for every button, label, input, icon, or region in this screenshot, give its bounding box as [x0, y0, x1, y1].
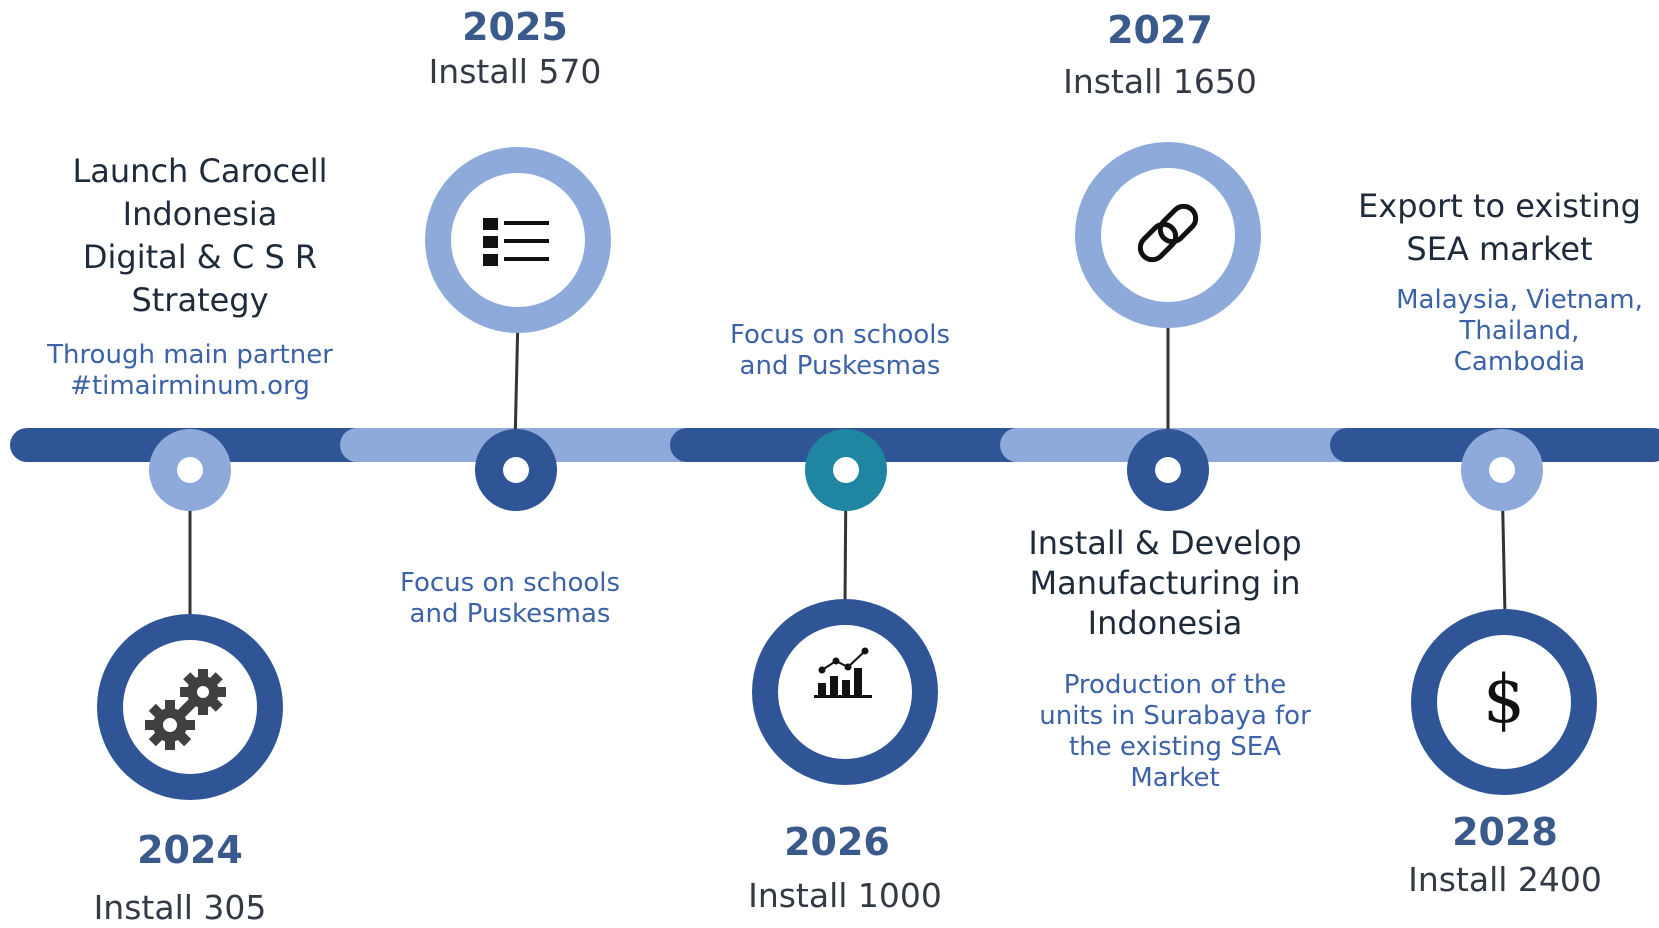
year-2024: 2024	[137, 828, 243, 872]
install-count-2028: Install 2400	[1408, 860, 1602, 899]
connector-2025	[513, 314, 520, 446]
milestone-subtitle-2024: Through main partner #timairminum.org	[47, 340, 333, 401]
node-2025	[475, 429, 557, 511]
link-icon	[1137, 203, 1199, 263]
year-2028: 2028	[1452, 810, 1558, 854]
node-2027	[1127, 429, 1209, 511]
install-count-2025: Install 570	[428, 52, 602, 91]
dollar-icon: $	[1483, 661, 1525, 738]
install-count-2026: Install 1000	[748, 876, 942, 915]
gears-icon	[145, 669, 226, 750]
milestone-note-2026: Focus on schools and Puskesmas	[729, 320, 951, 381]
node-2024	[149, 429, 231, 511]
milestone-subtitle-2027: Production of the units in Surabaya for …	[1039, 670, 1311, 793]
milestone-note-2025: Focus on schools and Puskesmas	[399, 568, 621, 629]
node-2028	[1461, 429, 1543, 511]
milestone-title-2027: Install & Develop Manufacturing in Indon…	[1028, 524, 1302, 642]
milestone-title-2024: Launch Carocell Indonesia Digital & C S …	[72, 152, 328, 319]
year-2027: 2027	[1107, 8, 1213, 52]
ring-2028	[1411, 609, 1597, 795]
milestone-title-2028: Export to existing SEA market	[1358, 187, 1641, 268]
ring-2027	[1075, 142, 1261, 328]
node-2026	[805, 429, 887, 511]
milestone-subtitle-2028: Malaysia, Vietnam, Thailand, Cambodia	[1396, 285, 1643, 377]
install-count-2027: Install 1650	[1063, 62, 1257, 101]
list-icon	[483, 218, 549, 266]
year-2025: 2025	[462, 5, 568, 49]
chart-icon	[814, 647, 872, 698]
install-count-2024: Install 305	[93, 888, 267, 927]
year-2026: 2026	[784, 820, 890, 864]
